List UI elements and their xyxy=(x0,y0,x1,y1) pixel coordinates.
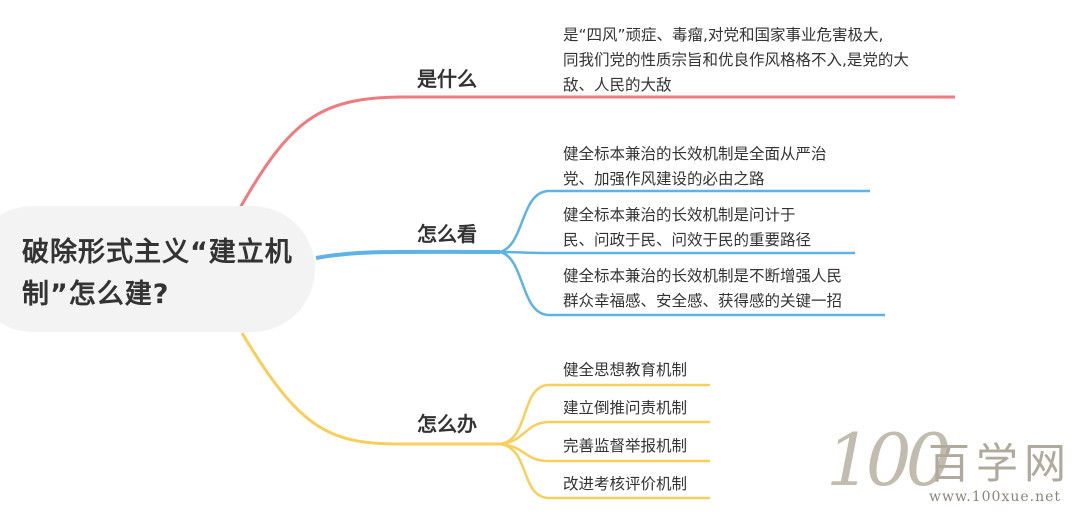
leaf-view-3: 健全标本兼治的长效机制是不断增强人民 群众幸福感、安全感、获得感的关键一招 xyxy=(563,264,842,314)
leaf-line: 健全标本兼治的长效机制是问计于 xyxy=(563,206,796,224)
leaf-line: 健全标本兼治的长效机制是不断增强人民 xyxy=(563,267,843,285)
leaf-do-2: 建立倒推问责机制 xyxy=(563,396,687,421)
leaf-line: 同我们党的性质宗旨和优良作风格格不入,是党的大 xyxy=(563,51,909,69)
leaf-line: 群众幸福感、安全感、获得感的关键一招 xyxy=(563,292,843,310)
leaf-line: 建立倒推问责机制 xyxy=(563,399,688,417)
connector-do-1 xyxy=(499,383,710,446)
root-node xyxy=(0,206,315,332)
watermark-url: www.100xue.net xyxy=(929,489,1062,505)
leaf-line: 敌、人民的大敌 xyxy=(563,76,672,94)
connector-do-2 xyxy=(499,420,710,446)
connector-do-4 xyxy=(499,442,710,500)
connector-view-1 xyxy=(499,189,870,254)
leaf-line: 党、加强作风建设的必由之路 xyxy=(563,170,765,188)
branch-label-what: 是什么 xyxy=(417,67,477,91)
leaf-line: 健全标本兼治的长效机制是全面从严治 xyxy=(563,145,827,163)
connector-how-do xyxy=(240,332,500,446)
root-title: 破除形式主义“建立机制”怎么建? xyxy=(22,237,293,310)
leaf-what-1: 是“四风”顽症、毒瘤,对党和国家事业危害极大, 同我们党的性质宗旨和优良作风格格… xyxy=(563,23,909,98)
watermark-logo-digits: 100 xyxy=(826,418,951,502)
connector-what xyxy=(238,95,955,209)
connector-view-2 xyxy=(499,250,855,255)
leaf-do-1: 健全思想教育机制 xyxy=(563,358,687,383)
leaf-view-1: 健全标本兼治的长效机制是全面从严治 党、加强作风建设的必由之路 xyxy=(563,142,827,192)
leaf-do-4: 改进考核评价机制 xyxy=(563,472,687,497)
connector-view-3 xyxy=(499,250,885,317)
branch-label-how-do: 怎么办 xyxy=(417,412,477,436)
leaf-line: 改进考核评价机制 xyxy=(563,475,688,493)
leaf-line: 民、问政于民、问效于民的重要路径 xyxy=(563,231,812,249)
leaf-do-3: 完善监督举报机制 xyxy=(563,434,687,459)
branch-label-how-view: 怎么看 xyxy=(417,222,477,246)
connector-how-view xyxy=(315,249,501,260)
leaf-line: 健全思想教育机制 xyxy=(563,361,688,379)
leaf-view-2: 健全标本兼治的长效机制是问计于 民、问政于民、问效于民的重要路径 xyxy=(563,203,811,253)
leaf-line: 是“四风”顽症、毒瘤,对党和国家事业危害极大, xyxy=(563,26,884,44)
leaf-line: 完善监督举报机制 xyxy=(563,437,688,455)
watermark-site-name: 百学网 xyxy=(928,439,1073,488)
